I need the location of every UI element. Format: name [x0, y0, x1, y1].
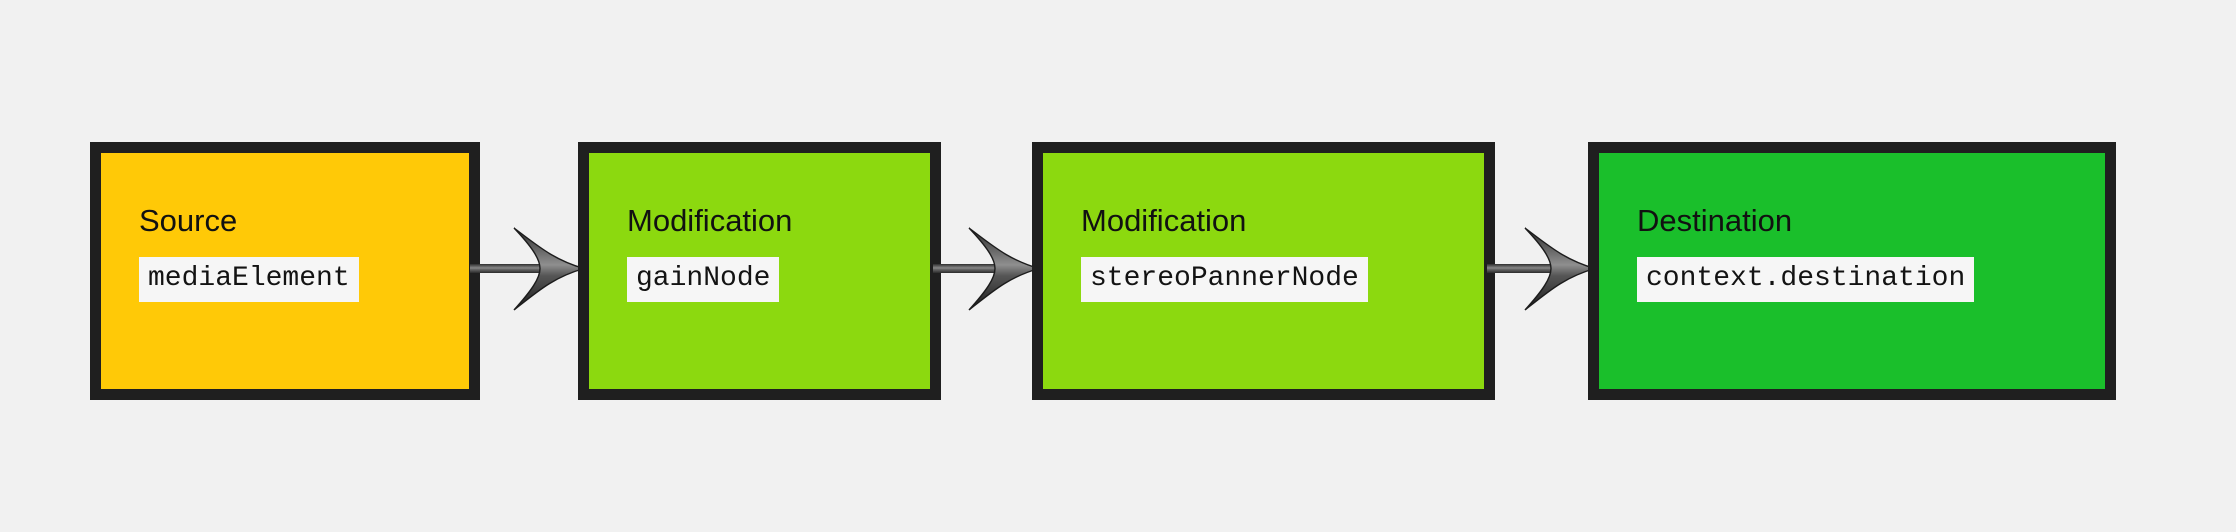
node-destination[interactable]: Destination context.destination: [1588, 142, 2116, 400]
node-source-title: Source: [139, 203, 238, 238]
arrow-right-icon: [933, 227, 1041, 311]
node-destination-content: Destination context.destination: [1599, 153, 2105, 389]
node-source-content: Source mediaElement: [101, 153, 469, 389]
node-gain[interactable]: Modification gainNode: [578, 142, 941, 400]
edge-panner-to-destination: [1487, 222, 1597, 316]
node-gain-code-label: gainNode: [627, 257, 780, 302]
node-panner[interactable]: Modification stereoPannerNode: [1032, 142, 1495, 400]
node-panner-content: Modification stereoPannerNode: [1043, 153, 1484, 389]
arrow-right-icon: [470, 227, 587, 311]
node-source[interactable]: Source mediaElement: [90, 142, 480, 400]
edge-source-to-gain: [470, 222, 588, 316]
node-source-code-label: mediaElement: [139, 257, 359, 302]
node-gain-content: Modification gainNode: [589, 153, 930, 389]
node-gain-title: Modification: [627, 203, 793, 238]
edge-gain-to-panner: [933, 222, 1041, 316]
node-panner-title: Modification: [1081, 203, 1247, 238]
node-destination-code-label: context.destination: [1637, 257, 1975, 302]
node-panner-code-label: stereoPannerNode: [1081, 257, 1368, 302]
node-destination-title: Destination: [1637, 203, 1793, 238]
arrow-right-icon: [1487, 227, 1597, 311]
